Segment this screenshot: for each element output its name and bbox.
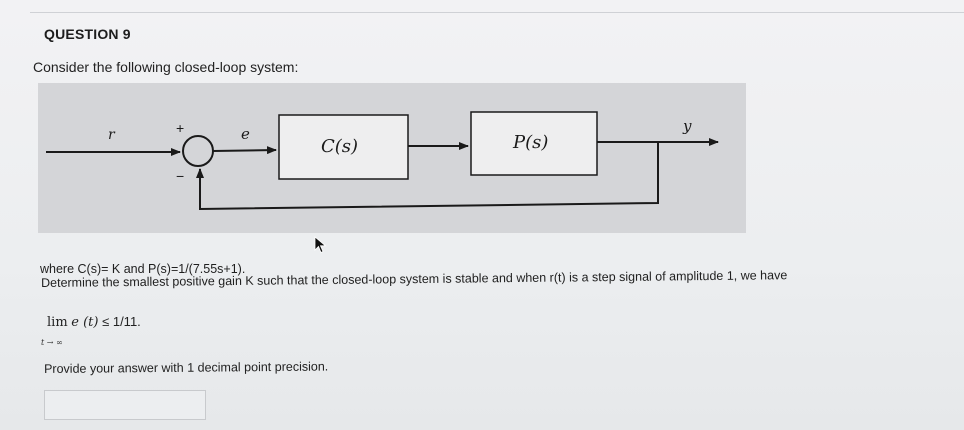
answer-instruction: Provide your answer with 1 decimal point…	[44, 359, 329, 376]
limit-bound: ≤ 1/11.	[98, 314, 141, 329]
limit-condition: lim e (t) ≤ 1/11.	[47, 314, 141, 330]
limit-subscript: t → ∞	[41, 338, 63, 347]
divider	[30, 12, 964, 13]
mouse-cursor-icon	[314, 236, 327, 254]
plant-block	[470, 111, 598, 176]
output-label: y	[682, 117, 692, 135]
controller-label: C(s)	[321, 136, 358, 157]
error-arrow	[212, 146, 277, 155]
limit-word: lim	[47, 315, 68, 330]
input-label: r	[108, 127, 116, 143]
plant-label: P(s)	[512, 132, 548, 153]
question-intro: Consider the following closed-loop syste…	[33, 59, 299, 75]
block-diagram-svg: r + − e C(s) P(s) y	[46, 111, 719, 211]
summing-junction	[182, 135, 214, 167]
limit-expression: e (t)	[71, 315, 99, 330]
feedback-path	[196, 142, 659, 211]
minus-sign: −	[176, 168, 184, 184]
system-definition: where C(s)= K and P(s)=1/(7.55s+1).	[40, 262, 246, 276]
answer-input[interactable]	[44, 390, 206, 420]
question-title: QUESTION 9	[44, 26, 131, 42]
error-label: e	[241, 125, 250, 143]
plus-sign: +	[176, 120, 184, 136]
block-diagram: r + − e C(s) P(s) y	[38, 83, 746, 233]
